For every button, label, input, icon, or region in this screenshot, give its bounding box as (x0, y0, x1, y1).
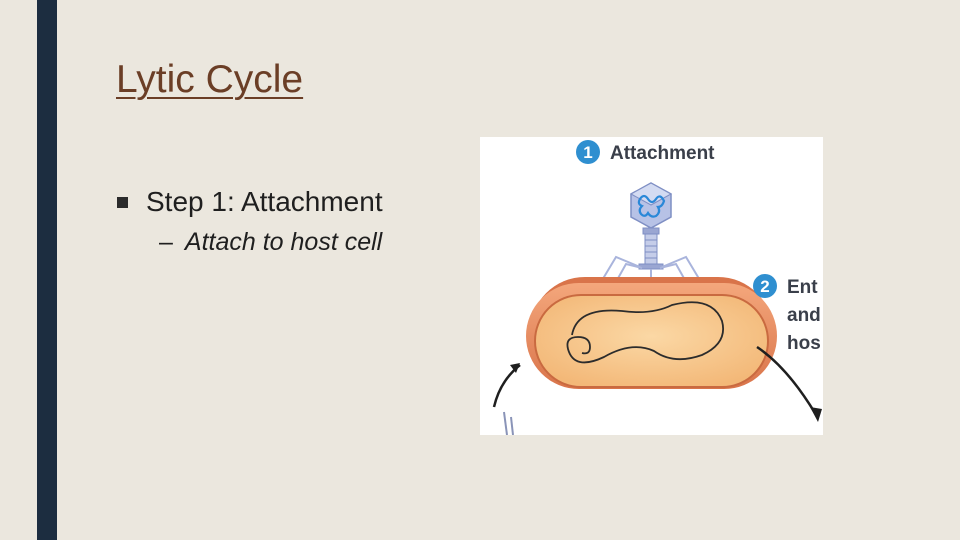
bullet-item: Step 1: Attachment (116, 182, 383, 222)
bacteriophage-icon (597, 182, 705, 290)
sub-bullet-text: Attach to host cell (184, 227, 383, 256)
cycle-arrow-right-icon (756, 345, 822, 422)
step2-label-line2: and (787, 305, 821, 326)
step2-circle-icon (753, 274, 777, 298)
host-cell-icon (526, 277, 777, 389)
cycle-arrow-left-icon (492, 363, 521, 435)
step2-label-line1: Ent (787, 277, 818, 298)
step2-badge: 2 (753, 274, 777, 298)
step2-number: 2 (760, 277, 769, 296)
bullet-text: Step 1: Attachment (146, 186, 383, 217)
square-bullet-icon (117, 196, 128, 208)
step1-number: 1 (583, 143, 592, 162)
figure-drawing: 1 Attachment (492, 140, 822, 435)
sub-bullet-item: – Attach to host cell (159, 223, 383, 261)
step1-label: Attachment (610, 143, 715, 164)
slide-title: Lytic Cycle (116, 58, 304, 101)
step1-circle-icon (576, 140, 600, 164)
bullet-list: Step 1: Attachment – Attach to host cell (116, 182, 383, 261)
lytic-cycle-figure: 1 Attachment (480, 137, 823, 435)
step1-badge: 1 (576, 140, 600, 164)
left-accent-bar (37, 0, 57, 540)
step2-label-line3: hos (787, 333, 821, 354)
dash-bullet-icon: – (159, 227, 173, 256)
